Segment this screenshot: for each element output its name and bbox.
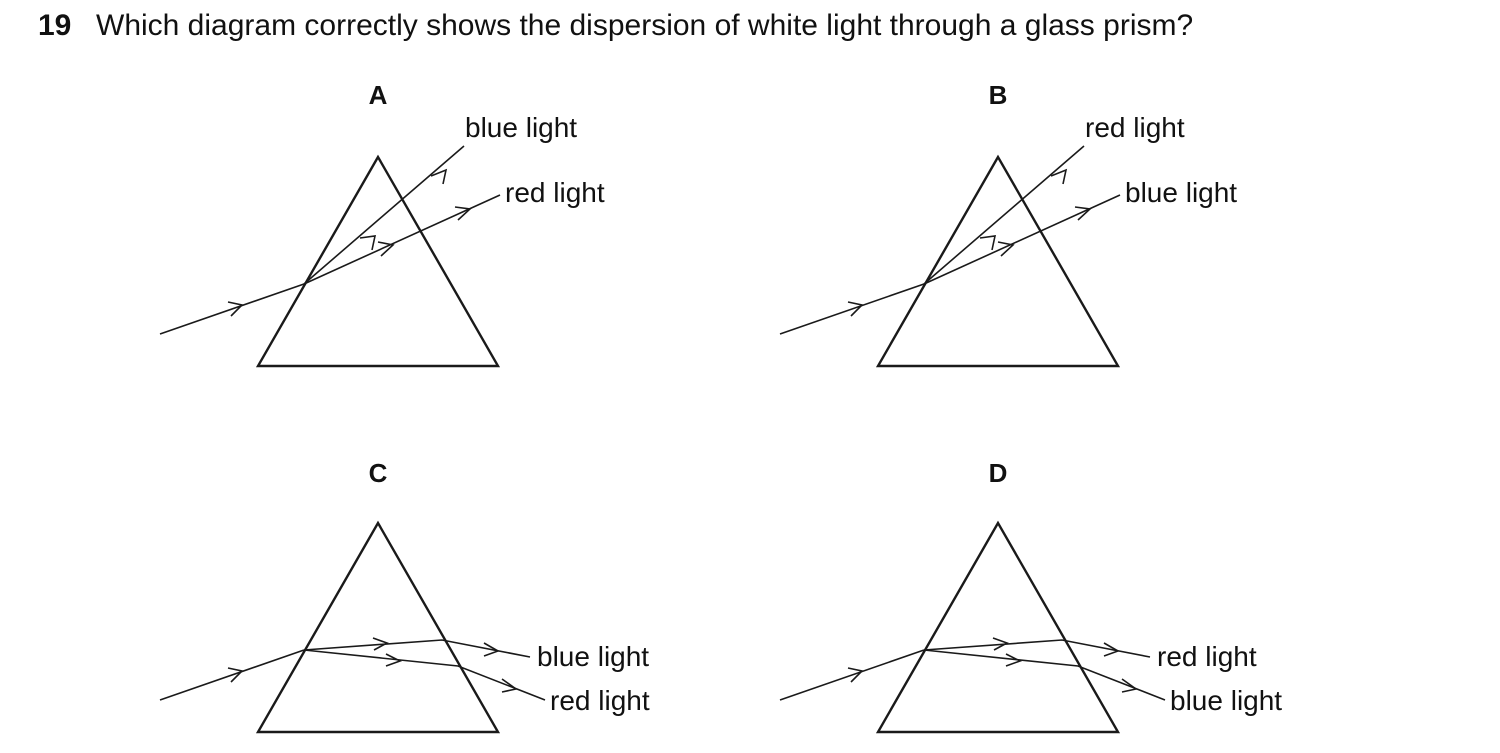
option-c-lower-ray-arrow-outside: [501, 678, 518, 693]
option-c-upper-ray-arrow-outside: [483, 642, 500, 657]
option-a-upper-ray-arrow-outside: [430, 168, 448, 185]
option-b-letter: B: [989, 80, 1008, 110]
option-d-diagram: D red light blue light: [779, 458, 1282, 734]
option-d-lower-ray-arrow-inside: [1005, 653, 1023, 667]
option-d-lower-ray-arrow-outside: [1121, 678, 1138, 693]
option-a-lower-ray-arrow-outside: [454, 206, 472, 221]
option-b-prism: [875, 154, 1121, 368]
option-d-incident-ray: [779, 649, 925, 701]
option-a-incident-arrow: [227, 301, 244, 317]
option-a-diagram: A blue light red light: [159, 80, 605, 368]
option-b-lower-ray-arrow-outside: [1074, 206, 1092, 221]
option-c-incident-arrow: [227, 667, 244, 683]
option-d-lower-ray: [923, 649, 1166, 701]
question-text: Which diagram correctly shows the disper…: [96, 9, 1194, 42]
option-b-upper-ray-arrow-outside: [1050, 168, 1068, 185]
option-a-incident-ray: [159, 283, 305, 335]
option-b-lower-ray: [923, 194, 1121, 285]
option-c-upper-label: blue light: [537, 641, 649, 672]
question-number: 19: [38, 9, 72, 42]
option-d-upper-ray-arrow-outside: [1103, 642, 1120, 657]
option-b-incident-arrow: [847, 301, 864, 317]
option-a-lower-ray: [303, 194, 501, 285]
option-a-lower-label: red light: [505, 177, 605, 208]
option-a-lower-ray-arrow-inside: [377, 241, 395, 257]
option-a-letter: A: [369, 80, 388, 110]
option-c-lower-ray-arrow-inside: [385, 653, 403, 667]
option-a-upper-label: blue light: [465, 112, 577, 143]
option-a-upper-ray-arrow-inside: [359, 235, 377, 251]
option-c-upper-ray-arrow-inside: [372, 637, 389, 651]
option-c-diagram: C blue light red light: [159, 458, 650, 734]
option-c-incident-ray: [159, 649, 305, 701]
option-c-upper-ray: [303, 639, 531, 658]
option-d-letter: D: [989, 458, 1008, 488]
option-c-lower-label: red light: [550, 685, 650, 716]
option-a-prism: [255, 154, 501, 368]
option-d-upper-label: red light: [1157, 641, 1257, 672]
option-a-upper-ray: [303, 145, 465, 285]
option-d-incident-arrow: [847, 667, 864, 683]
option-b-diagram: B red light blue light: [779, 80, 1237, 368]
option-d-upper-ray-arrow-inside: [992, 637, 1009, 651]
option-b-upper-ray-arrow-inside: [979, 235, 997, 251]
option-c-prism: [255, 520, 501, 734]
option-b-lower-ray-arrow-inside: [997, 241, 1015, 257]
option-d-prism: [875, 520, 1121, 734]
option-b-upper-ray: [923, 145, 1085, 285]
option-d-lower-label: blue light: [1170, 685, 1282, 716]
option-c-letter: C: [369, 458, 388, 488]
option-d-upper-ray: [923, 639, 1151, 658]
question-stem: 19 Which diagram correctly shows the disp…: [38, 6, 1193, 46]
option-c-lower-ray: [303, 649, 546, 701]
option-b-incident-ray: [779, 283, 925, 335]
option-b-lower-label: blue light: [1125, 177, 1237, 208]
option-b-upper-label: red light: [1085, 112, 1185, 143]
